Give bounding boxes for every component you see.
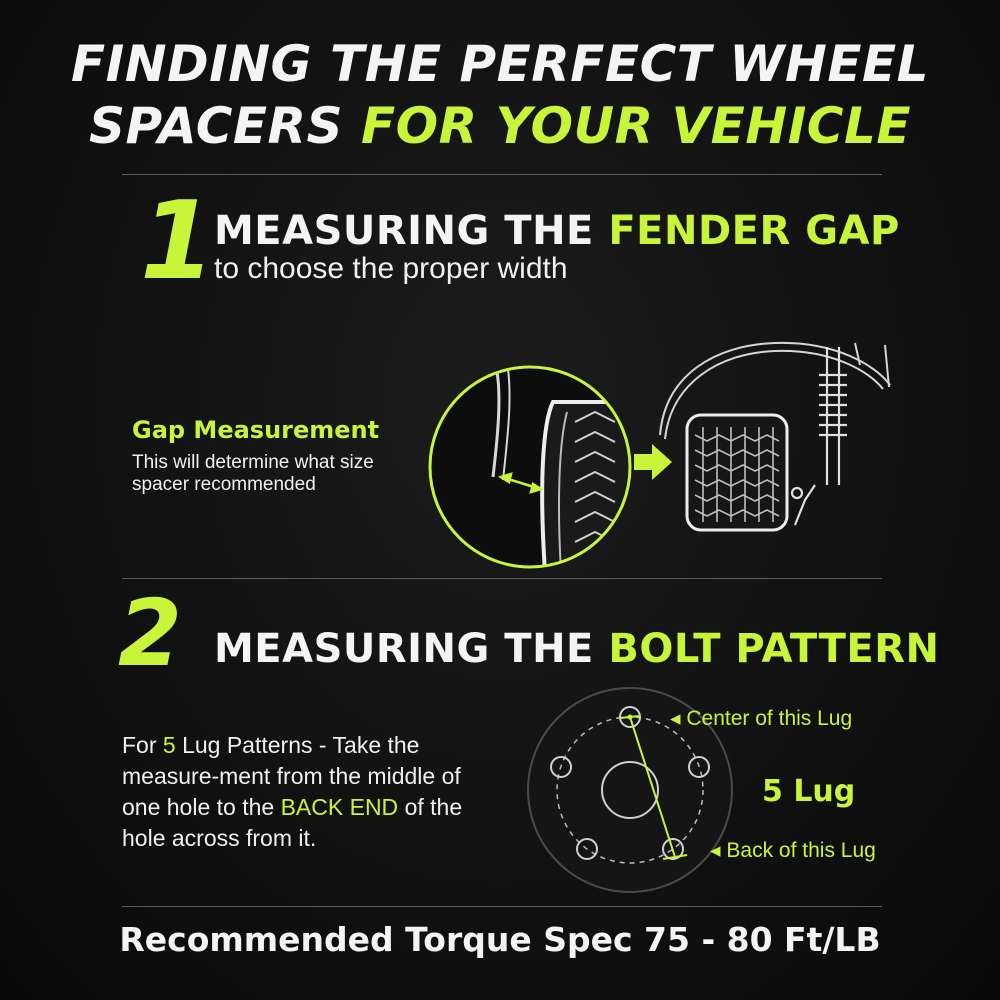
step-2-heading-white: MEASURING THE: [214, 626, 594, 672]
step-1-heading: MEASURING THE FENDER GAP: [214, 208, 900, 254]
instructions-lug-count: 5: [162, 732, 176, 758]
step-2-number: 2: [118, 580, 183, 687]
bolt-pattern-icon: [527, 687, 733, 893]
divider-top: [122, 174, 882, 175]
title-line-1: FINDING THE PERFECT WHEEL: [70, 35, 929, 93]
title-line-2-lime: FOR YOUR VEHICLE: [360, 97, 912, 155]
instructions-part-3: of the hole across from it.: [122, 794, 463, 851]
back-of-lug-text: Back of this Lug: [726, 839, 876, 862]
step-1-heading-white: MEASURING THE: [214, 208, 594, 254]
arrow-right-icon: [634, 444, 672, 480]
step-2-heading: MEASURING THE BOLT PATTERN: [214, 626, 939, 672]
step-1-subtitle: to choose the proper width: [214, 252, 568, 285]
title-line-2: SPACERS FOR YOUR VEHICLE: [0, 96, 1000, 157]
gap-measurement-text: This will determine what size spacer rec…: [132, 452, 374, 495]
gap-measurement-label: Gap Measurement: [132, 416, 380, 444]
wheel-suspension-icon: [659, 341, 891, 532]
instructions-highlight: BACK END: [280, 794, 399, 820]
step-1-number: 1: [140, 179, 216, 304]
instructions-part-2: Lug Patterns - Take the measure-ment fro…: [122, 732, 461, 820]
step-1-heading-lime: FENDER GAP: [608, 208, 900, 254]
tire-zoom-icon: [428, 365, 632, 569]
torque-spec-footer: Recommended Torque Spec 75 - 80 Ft/LB: [119, 920, 881, 959]
center-of-lug-note: ◂ Center of this Lug: [670, 707, 853, 730]
title-line-2-white: SPACERS: [88, 97, 344, 155]
center-of-lug-text: Center of this Lug: [686, 707, 853, 730]
back-of-lug-note: ◂ Back of this Lug: [710, 839, 876, 862]
bolt-pattern-instructions: For 5 Lug Patterns - Take the measure-me…: [122, 730, 502, 854]
divider-bottom: [122, 906, 882, 907]
step-2-heading-lime: BOLT PATTERN: [608, 626, 940, 672]
divider-middle: [122, 578, 882, 579]
instructions-part-1: For: [122, 732, 157, 758]
lug-count-title: 5 Lug: [762, 774, 856, 809]
